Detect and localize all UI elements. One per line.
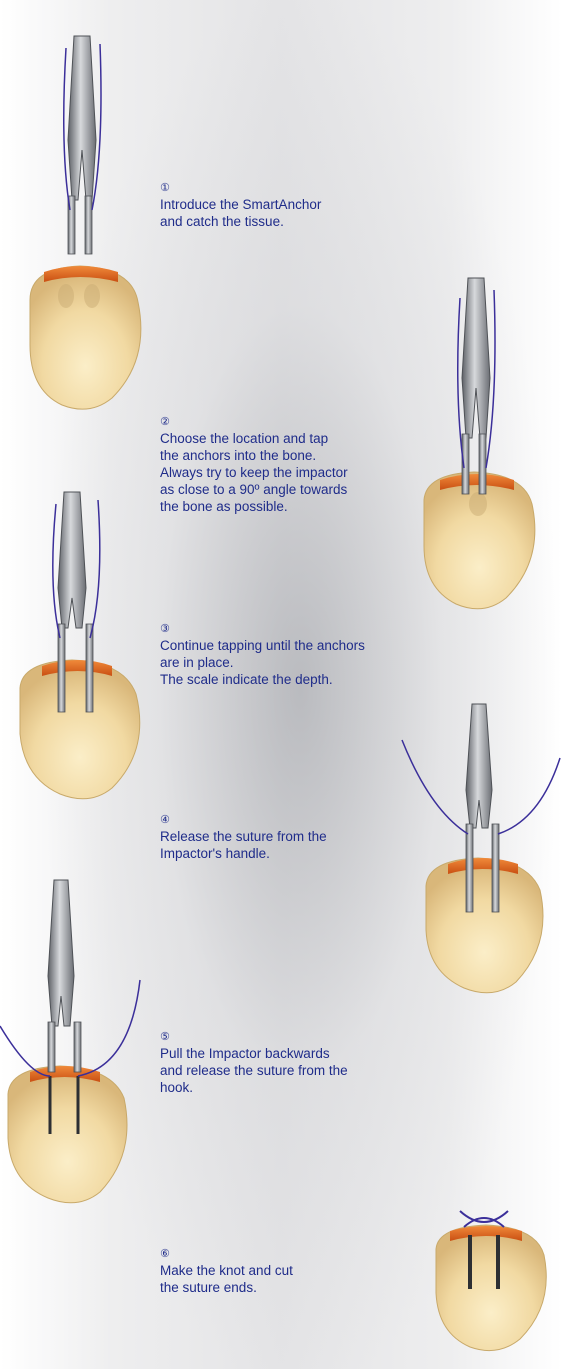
bone — [436, 1225, 546, 1351]
step-2-line-2: the anchors into the bone. — [160, 447, 348, 464]
figure-step-3 — [0, 488, 160, 808]
step-2-line-1: Choose the location and tap — [160, 430, 348, 447]
step-4-line-2: Impactor's handle. — [160, 845, 327, 862]
figure-step-5 — [0, 876, 160, 1226]
anchor-right — [74, 1022, 81, 1072]
step-3-line-3: The scale indicate the depth. — [160, 671, 365, 688]
bone-shadow — [84, 284, 100, 308]
step-2-number: ② — [160, 415, 348, 429]
step-1-line-1: Introduce the SmartAnchor — [160, 196, 321, 213]
step-6-number: ⑥ — [160, 1247, 293, 1261]
suture-right — [78, 980, 140, 1076]
figure-step-1 — [0, 0, 160, 420]
step-5-line-3: hook. — [160, 1079, 348, 1096]
impactor-handle — [462, 278, 490, 438]
bone-shadow — [469, 492, 487, 516]
step-5-line-2: and release the suture from the — [160, 1062, 348, 1079]
bone — [8, 1066, 127, 1203]
step-2-text: ② Choose the location and tap the anchor… — [160, 415, 348, 515]
suture-right — [90, 500, 100, 638]
step-3-line-2: are in place. — [160, 654, 365, 671]
step-4-number: ④ — [160, 813, 327, 827]
anchor-left — [48, 1022, 55, 1072]
step-5-line-1: Pull the Impactor backwards — [160, 1045, 348, 1062]
step-1-text: ① Introduce the SmartAnchor and catch th… — [160, 181, 321, 230]
step-5-number: ⑤ — [160, 1030, 348, 1044]
anchor-right — [492, 824, 499, 912]
step-2-line-3: Always try to keep the impactor — [160, 464, 348, 481]
suture-left — [402, 740, 468, 834]
step-5-text: ⑤ Pull the Impactor backwards and releas… — [160, 1030, 348, 1096]
step-4-text: ④ Release the suture from the Impactor's… — [160, 813, 327, 862]
anchor-left — [466, 824, 473, 912]
step-4-line-1: Release the suture from the — [160, 828, 327, 845]
step-3-text: ③ Continue tapping until the anchors are… — [160, 622, 365, 688]
step-3-number: ③ — [160, 622, 365, 636]
figure-step-2 — [402, 268, 562, 628]
bone — [30, 266, 141, 409]
step-3-line-1: Continue tapping until the anchors — [160, 637, 365, 654]
step-2-line-5: the bone as possible. — [160, 498, 348, 515]
impactor-handle — [466, 704, 492, 828]
figure-step-4 — [400, 700, 562, 1010]
impactor-handle — [68, 36, 96, 200]
step-6-text: ⑥ Make the knot and cut the suture ends. — [160, 1247, 293, 1296]
suture-right — [498, 758, 560, 834]
step-6-line-1: Make the knot and cut — [160, 1262, 293, 1279]
impactor-handle — [48, 880, 74, 1026]
anchor-right — [85, 196, 92, 254]
step-1-number: ① — [160, 181, 321, 195]
bone — [20, 660, 140, 799]
figure-step-6 — [428, 1209, 558, 1369]
step-2-line-4: as close to a 90º angle towards — [160, 481, 348, 498]
bone — [426, 858, 543, 993]
anchor-right — [479, 434, 486, 494]
step-1-line-2: and catch the tissue. — [160, 213, 321, 230]
impactor-handle — [58, 492, 86, 628]
step-6-line-2: the suture ends. — [160, 1279, 293, 1296]
bone-shadow — [58, 284, 74, 308]
